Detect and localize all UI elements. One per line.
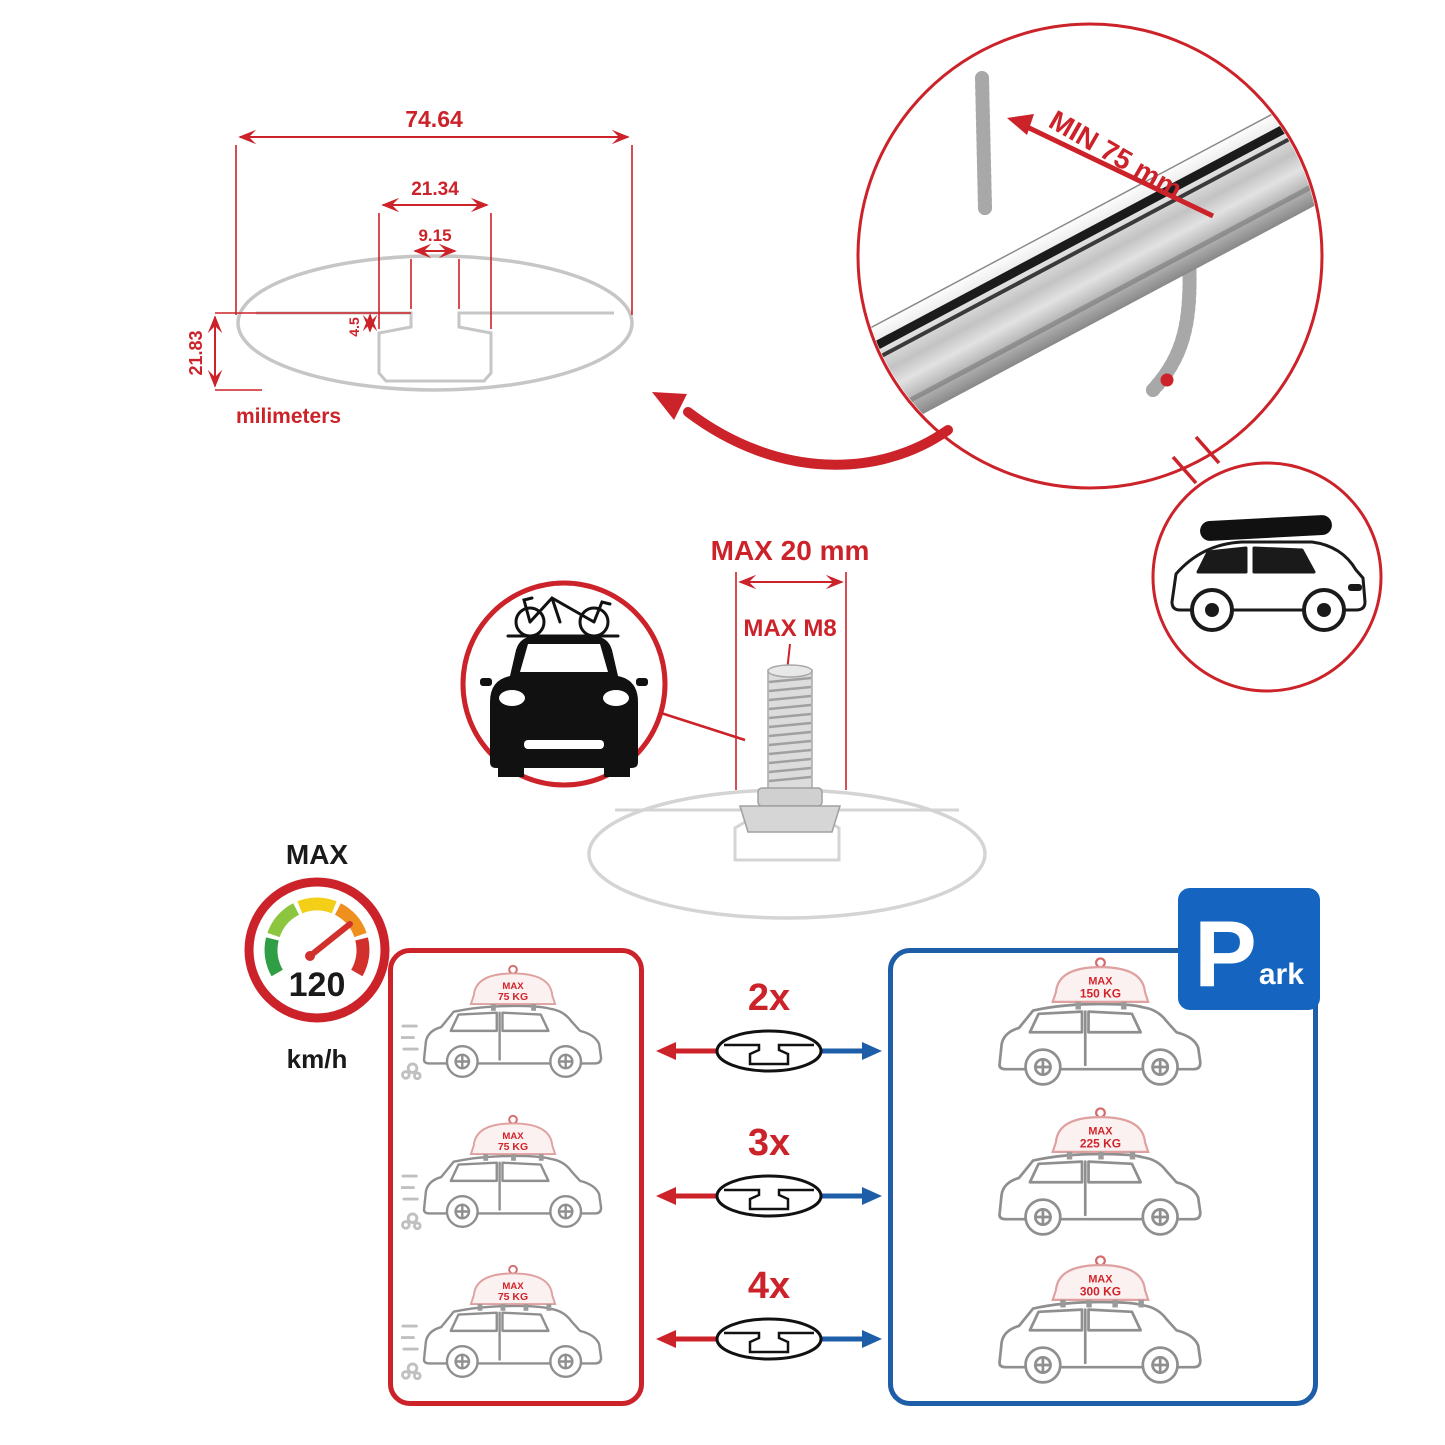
multiplier-label: 2x <box>747 977 791 1019</box>
crossbar-ticks <box>483 1154 544 1161</box>
bag-max-label: MAX <box>1088 1273 1113 1285</box>
bag-weight-label: 300 KG <box>1080 1285 1121 1299</box>
dim-channel-outer: 21.34 <box>411 179 459 200</box>
driving-car-2bars: MAX 75 KG <box>401 964 603 1081</box>
parking-letter: P <box>1194 901 1257 1006</box>
roofbox-car-circle <box>1151 461 1383 693</box>
parked-car-2bars: MAX 150 KG <box>998 957 1202 1086</box>
bar-count-arrows <box>656 1317 882 1361</box>
parking-sign: P ark <box>1178 888 1320 1010</box>
parked-load-panel: MAX 150 KG MAX 225 KG MAX 300 KG <box>888 948 1318 1406</box>
dim-channel-inner: 9.15 <box>418 226 451 245</box>
aluminum-crossbar <box>860 94 1320 442</box>
roof-box-icon <box>1200 515 1332 541</box>
parked-car-4bars: MAX 300 KG <box>998 1255 1202 1384</box>
driving-car-3bars: MAX 75 KG <box>401 1114 603 1231</box>
gauge-arc-segments <box>264 897 370 977</box>
bag-max-label: MAX <box>1088 1125 1113 1137</box>
blue-arrowhead <box>862 1330 882 1348</box>
min-clamp-arrow <box>1023 123 1215 219</box>
crossbar-ticks <box>477 1304 552 1311</box>
multiplier-label: 3x <box>747 1122 791 1164</box>
blue-arrowhead <box>862 1187 882 1205</box>
bar-count-arrows <box>656 1174 882 1218</box>
crossbar-ticks <box>1075 1001 1127 1010</box>
driving-load-panel: MAX 75 KG MAX 75 KG MAX 75 KG <box>388 948 644 1406</box>
bag-weight-label: 75 KG <box>498 1291 528 1303</box>
speed-max-label: MAX <box>286 839 349 870</box>
clamp-hook-upper <box>975 71 992 215</box>
multiplier-row-3x: 3x <box>650 1120 888 1229</box>
bike-car-circle <box>460 580 668 788</box>
parked-car-3bars: MAX 225 KG <box>998 1107 1202 1236</box>
min-clamp-arrowhead <box>1007 114 1034 135</box>
bolt-dimension-diagram: MAX 20 mm MAX M8 <box>711 535 870 833</box>
roof-cargo-bag: MAX 150 KG <box>1051 957 1150 1003</box>
units-label: milimeters <box>236 405 341 428</box>
bag-max-label: MAX <box>502 1131 524 1142</box>
clamp-point-dot <box>1160 373 1174 387</box>
parking-rest: ark <box>1258 958 1304 991</box>
threaded-bolt <box>738 664 842 833</box>
crossbar-ticks <box>1066 1151 1136 1160</box>
cross-section-dimension-diagram: 74.64 21.34 9.15 4.5 21.83 milimeters <box>186 106 634 428</box>
bag-max-label: MAX <box>1088 975 1113 987</box>
roof-cargo-bag: MAX 225 KG <box>1051 1107 1150 1153</box>
roof-cargo-bag: MAX 300 KG <box>1051 1255 1150 1301</box>
crossbar-detail-circle: MIN 75 mm <box>856 22 1324 490</box>
red-arrowhead <box>656 1330 676 1348</box>
roof-cargo-bag: MAX 75 KG <box>469 1264 557 1306</box>
car-front-icon <box>480 636 648 777</box>
gauge-pivot <box>305 951 315 961</box>
bolt-max-length-label: MAX 20 mm <box>711 535 870 566</box>
bag-weight-label: 225 KG <box>1080 1137 1121 1151</box>
roof-cargo-bag: MAX 75 KG <box>469 964 557 1006</box>
bag-max-label: MAX <box>502 981 524 992</box>
red-arrowhead <box>656 1187 676 1205</box>
gauge-needle <box>307 921 353 959</box>
driving-car-4bars: MAX 75 KG <box>401 1264 603 1381</box>
speed-unit: km/h <box>287 1044 348 1074</box>
speed-limit-gauge: MAX 120 km/h <box>244 839 390 1074</box>
multiplier-row-2x: 2x <box>650 975 888 1084</box>
bar-count-arrows <box>656 1029 882 1073</box>
bag-weight-label: 75 KG <box>498 1141 528 1153</box>
multiplier-row-4x: 4x <box>650 1263 888 1372</box>
blue-arrowhead <box>862 1042 882 1060</box>
dim-total-height: 21.83 <box>186 330 206 375</box>
crossbar-profile-ellipse <box>236 254 634 392</box>
bag-weight-label: 75 KG <box>498 991 528 1003</box>
multiplier-label: 4x <box>747 1265 791 1307</box>
crossbar-ticks <box>491 1004 536 1011</box>
dim-total-width: 74.64 <box>405 106 463 132</box>
red-arrowhead <box>656 1042 676 1060</box>
bolt-max-thread-label: MAX M8 <box>743 615 836 642</box>
bag-weight-label: 150 KG <box>1080 987 1121 1001</box>
roof-cargo-bag: MAX 75 KG <box>469 1114 557 1156</box>
headlight <box>1348 584 1362 591</box>
dim-lip-depth: 4.5 <box>346 317 362 337</box>
speed-value: 120 <box>289 966 346 1004</box>
crossbar-ticks <box>1060 1299 1144 1308</box>
suv-with-roofbox <box>1170 515 1367 632</box>
t-slot-profile <box>256 311 614 383</box>
bag-max-label: MAX <box>502 1281 524 1292</box>
